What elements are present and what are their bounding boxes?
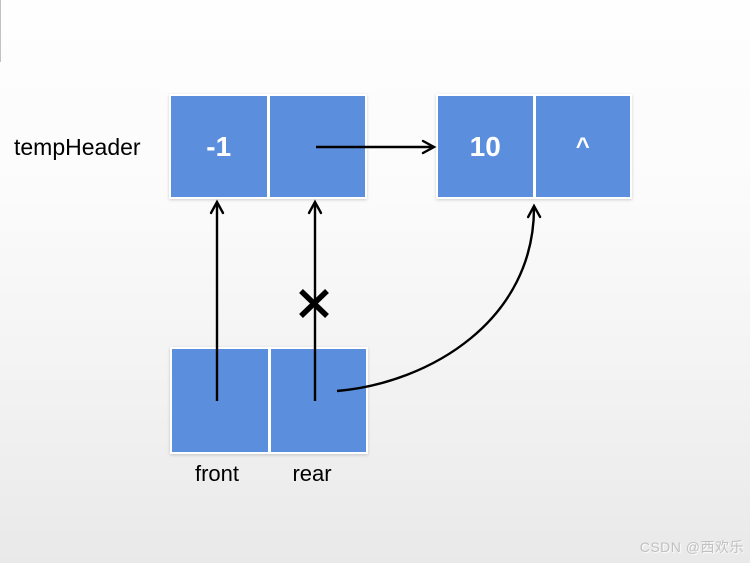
node-data-cell: -1 bbox=[171, 96, 267, 197]
node-next-cell: ^ bbox=[535, 96, 630, 197]
node-data-value: -1 bbox=[206, 130, 232, 162]
queue-pointer-node bbox=[170, 347, 368, 454]
node-next-value: ^ bbox=[575, 132, 590, 160]
temp-header-label: tempHeader bbox=[14, 134, 141, 160]
node-data-cell: 10 bbox=[438, 96, 533, 197]
rear-pointer-label: rear bbox=[292, 461, 332, 486]
node-data-value: 10 bbox=[469, 130, 501, 162]
rear-pointer-cell bbox=[270, 349, 366, 452]
front-pointer-cell bbox=[172, 349, 268, 452]
watermark-text: CSDN @西欢乐 bbox=[639, 539, 744, 555]
value-node: 10 ^ bbox=[436, 94, 632, 199]
node-next-cell bbox=[269, 96, 365, 197]
screen-edge-artifact bbox=[0, 0, 1, 62]
cross-icon bbox=[299, 289, 329, 318]
temp-header-node: -1 bbox=[169, 94, 367, 199]
front-pointer-label: front bbox=[194, 461, 240, 486]
